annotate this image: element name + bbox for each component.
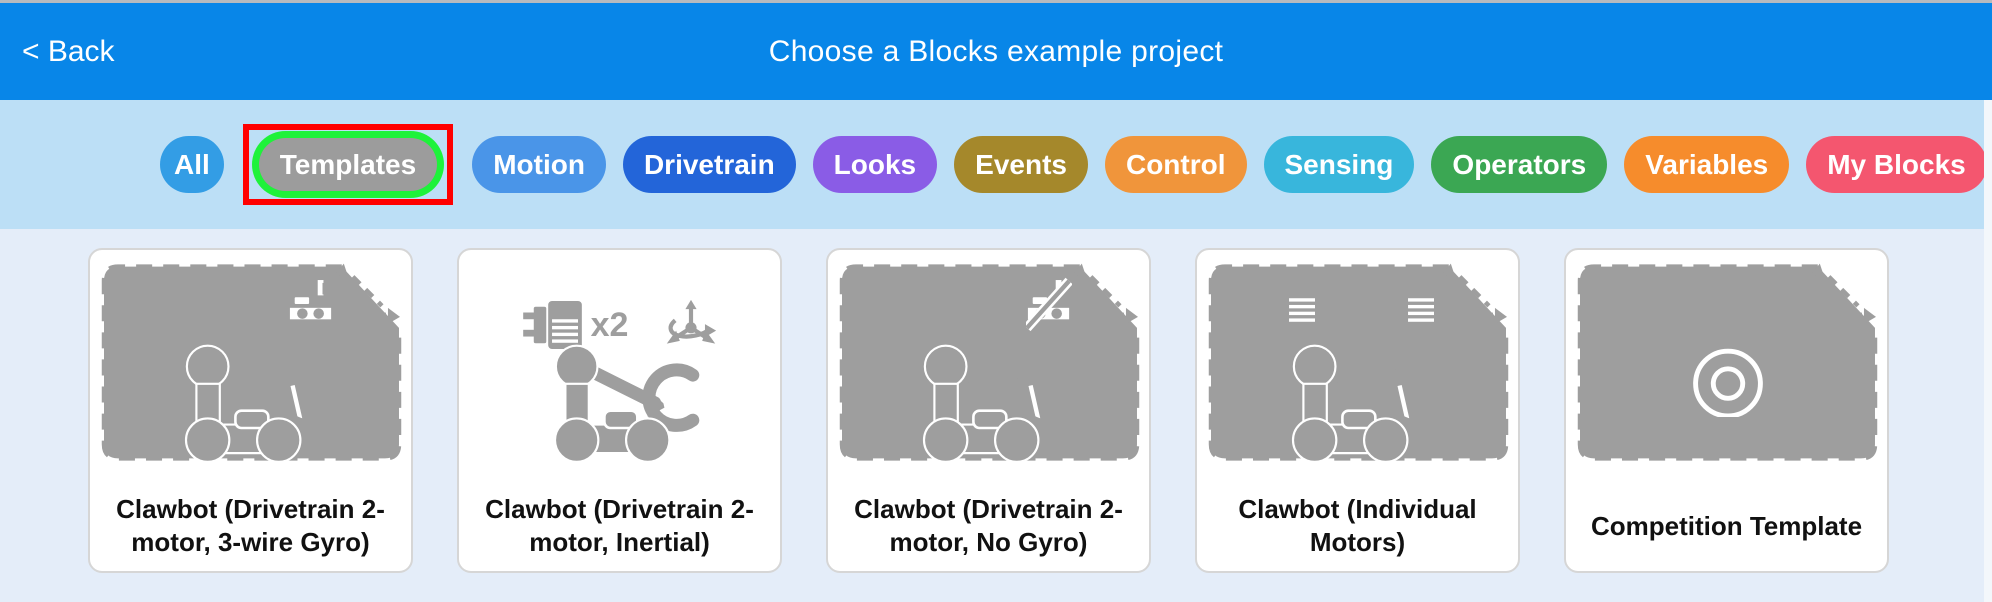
- clawbot-icon: [547, 337, 719, 467]
- medal-icon: [1674, 305, 1782, 417]
- example-card-clawbot-inertial[interactable]: x2 Clawbot (Drivetrain 2-motor, Inertial…: [457, 248, 782, 573]
- scrollbar-track[interactable]: [1984, 100, 1992, 602]
- filter-looks[interactable]: Looks: [812, 136, 938, 193]
- example-card-clawbot-no-gyro[interactable]: Clawbot (Drivetrain 2-motor, No Gyro): [826, 248, 1151, 573]
- motor-count-label: x2: [590, 306, 629, 344]
- thumbnail: x2: [470, 263, 771, 462]
- thumbnail: [101, 263, 402, 462]
- clawbot-icon: [1285, 337, 1457, 467]
- highlight-red-box: Templates: [242, 124, 454, 205]
- motor-icon: [1260, 279, 1320, 329]
- badge-row: x2: [470, 299, 771, 351]
- example-grid: Clawbot (Drivetrain 2-motor, 3-wire Gyro…: [88, 248, 1889, 573]
- filter-operators[interactable]: Operators: [1431, 136, 1608, 193]
- motor-icon: [1379, 279, 1439, 329]
- window-top-strip: [0, 0, 1992, 3]
- thumbnail: [1208, 263, 1509, 462]
- filter-variables[interactable]: Variables: [1624, 136, 1790, 193]
- example-card-title: Clawbot (Drivetrain 2-motor, No Gyro): [854, 494, 1123, 557]
- thumbnail: [1577, 263, 1878, 462]
- filter-drivetrain[interactable]: Drivetrain: [622, 136, 796, 193]
- filter-all[interactable]: All: [160, 136, 224, 193]
- thumbnail: [839, 263, 1140, 462]
- example-card-clawbot-individual-motors[interactable]: Clawbot (Individual Motors): [1195, 248, 1520, 573]
- gyro-3wire-icon: [288, 276, 334, 332]
- back-button[interactable]: < Back: [22, 34, 115, 68]
- example-card-competition-template[interactable]: Competition Template: [1564, 248, 1889, 573]
- example-card-title: Clawbot (Individual Motors): [1238, 494, 1477, 557]
- clawbot-icon: [178, 337, 350, 467]
- filter-bar: All Templates Motion Drivetrain Looks Ev…: [0, 100, 1992, 229]
- no-gyro-icon: [1026, 276, 1072, 332]
- page-title: Choose a Blocks example project: [768, 34, 1224, 68]
- clawbot-icon: [916, 337, 1088, 467]
- filter-sensing[interactable]: Sensing: [1263, 136, 1415, 193]
- example-card-clawbot-3wire-gyro[interactable]: Clawbot (Drivetrain 2-motor, 3-wire Gyro…: [88, 248, 413, 573]
- example-card-title: Clawbot (Drivetrain 2-motor, Inertial): [485, 494, 754, 557]
- example-card-title: Clawbot (Drivetrain 2-motor, 3-wire Gyro…: [116, 494, 385, 557]
- filter-motion[interactable]: Motion: [472, 136, 606, 193]
- filter-events[interactable]: Events: [954, 136, 1088, 193]
- filter-templates[interactable]: Templates: [258, 138, 438, 191]
- header: < Back Choose a Blocks example project: [0, 3, 1992, 100]
- filter-my-blocks[interactable]: My Blocks: [1806, 136, 1987, 193]
- example-card-title: Competition Template: [1590, 510, 1863, 541]
- filter-control[interactable]: Control: [1104, 136, 1247, 193]
